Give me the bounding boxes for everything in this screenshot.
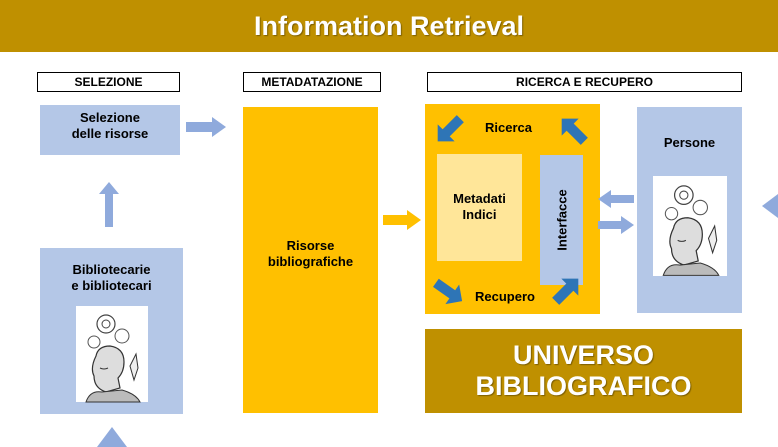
interfacce-label: Interfacce bbox=[554, 189, 569, 251]
arrow-up-bottom-icon bbox=[97, 427, 127, 447]
arrow-left-edge-icon bbox=[762, 194, 778, 218]
bibliotecari-line2: e bibliotecari bbox=[71, 278, 152, 293]
selezione-line2: delle risorse bbox=[71, 126, 149, 141]
arrow-diag-down-right-icon bbox=[433, 278, 463, 305]
arrow-diag-down-left-icon bbox=[437, 115, 464, 142]
risorse-bibliografiche-box: Risorse bibliografiche bbox=[243, 107, 378, 413]
header-selezione: SELEZIONE bbox=[37, 72, 180, 92]
arrow-diag-up-left-icon bbox=[561, 118, 588, 145]
bibliotecari-box: Bibliotecarie e bibliotecari bbox=[40, 248, 183, 414]
arrow-diag-up-right-icon bbox=[552, 278, 579, 305]
bibliotecari-line1: Bibliotecarie bbox=[72, 262, 151, 277]
risorse-line1: Risorse bbox=[286, 238, 335, 253]
arrow-right-gold-icon bbox=[383, 210, 421, 230]
metadati-line2: Indici bbox=[462, 207, 497, 222]
ricerca-label: Ricerca bbox=[485, 120, 532, 135]
interfacce-box: Interfacce bbox=[540, 155, 583, 285]
universo-line2: BIBLIOGRAFICO bbox=[475, 371, 692, 401]
header-metadatazione: METADATAZIONE bbox=[243, 72, 381, 92]
metadati-indici-box: Metadati Indici bbox=[437, 154, 522, 261]
header-ricerca-recupero: RICERCA E RECUPERO bbox=[427, 72, 742, 92]
universo-bibliografico-box: UNIVERSO BIBLIOGRAFICO bbox=[425, 329, 742, 413]
risorse-line2: bibliografiche bbox=[267, 254, 354, 269]
arrow-right-small-icon bbox=[598, 216, 634, 234]
arrow-left-icon bbox=[598, 190, 634, 208]
persone-box: Persone bbox=[637, 107, 742, 313]
person-head-engraving-icon bbox=[76, 306, 148, 403]
ricerca-recupero-block: Ricerca Metadati Indici Interfacce Recup… bbox=[425, 104, 600, 314]
metadati-line1: Metadati bbox=[453, 191, 506, 206]
selezione-risorse-box: Selezione delle risorse bbox=[40, 105, 180, 155]
recupero-label: Recupero bbox=[475, 289, 535, 304]
page-title: Information Retrieval bbox=[0, 0, 778, 52]
persone-label: Persone bbox=[663, 135, 716, 150]
arrow-right-icon bbox=[186, 117, 226, 137]
person-head-engraving-icon bbox=[653, 176, 727, 276]
universo-line1: UNIVERSO bbox=[512, 340, 655, 370]
arrow-up-icon bbox=[99, 182, 119, 227]
selezione-line1: Selezione bbox=[80, 110, 140, 125]
